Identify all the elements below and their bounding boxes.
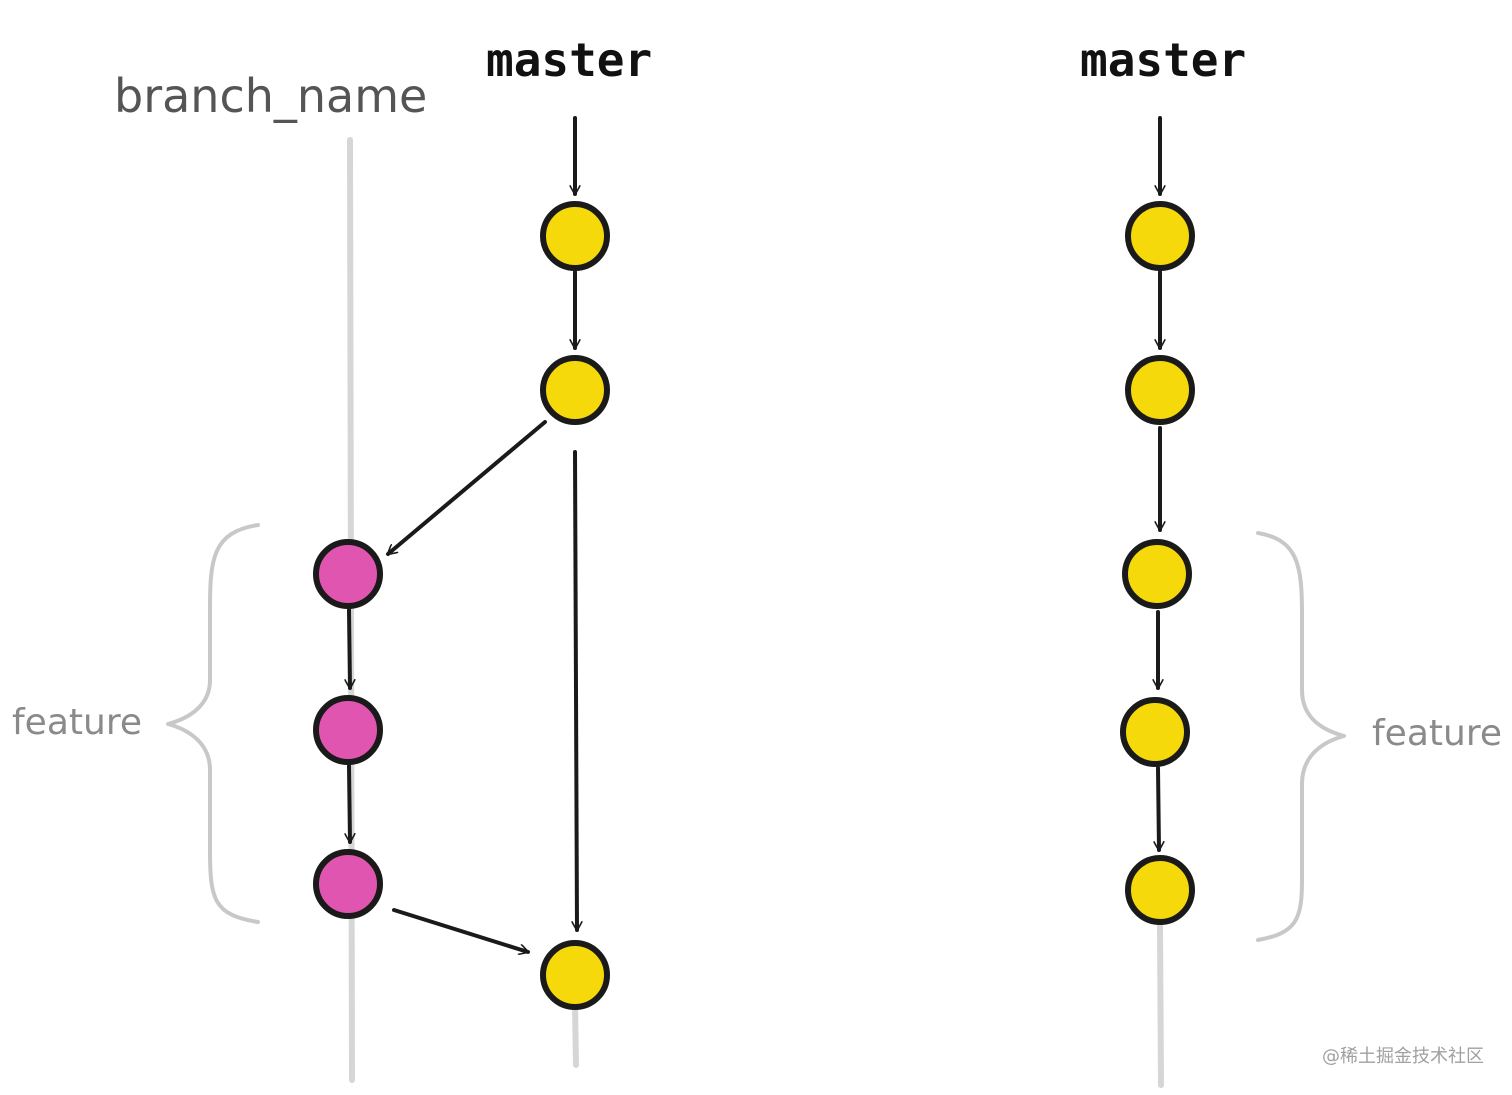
feature-commit-3 — [313, 849, 383, 919]
merge-arrow — [392, 908, 530, 952]
rebased-commit-4 — [1120, 697, 1190, 767]
feature-brace-right — [1256, 531, 1346, 942]
feature-brace-left — [166, 523, 260, 924]
master-commit-1 — [540, 201, 610, 271]
feature-commit-2 — [313, 695, 383, 765]
master-label-left: master — [486, 33, 652, 87]
feature-label-right: feature — [1372, 713, 1502, 754]
branch-name-label: branch_name — [114, 69, 427, 123]
branch-off-arrow — [386, 420, 547, 556]
feature-label-left: feature — [12, 702, 142, 743]
feature-commit-1 — [313, 539, 383, 609]
master-tail-line-right — [1157, 922, 1164, 1088]
linear-arrow-4 — [1158, 766, 1159, 852]
merge-commit — [540, 940, 610, 1010]
rebased-commit-1 — [1125, 201, 1195, 271]
master-long-arrow — [575, 450, 577, 932]
rebased-commit-3 — [1122, 539, 1192, 609]
master-tail-line-left — [572, 1002, 579, 1068]
rebased-commit-2 — [1125, 355, 1195, 425]
feature-commit-arrow-1 — [349, 608, 350, 690]
feature-commit-arrow-2 — [349, 764, 350, 844]
master-label-right: master — [1080, 33, 1246, 87]
master-commit-2 — [540, 355, 610, 425]
watermark: @稀土掘金技术社区 — [1322, 1046, 1484, 1067]
rebased-commit-5 — [1125, 855, 1195, 925]
